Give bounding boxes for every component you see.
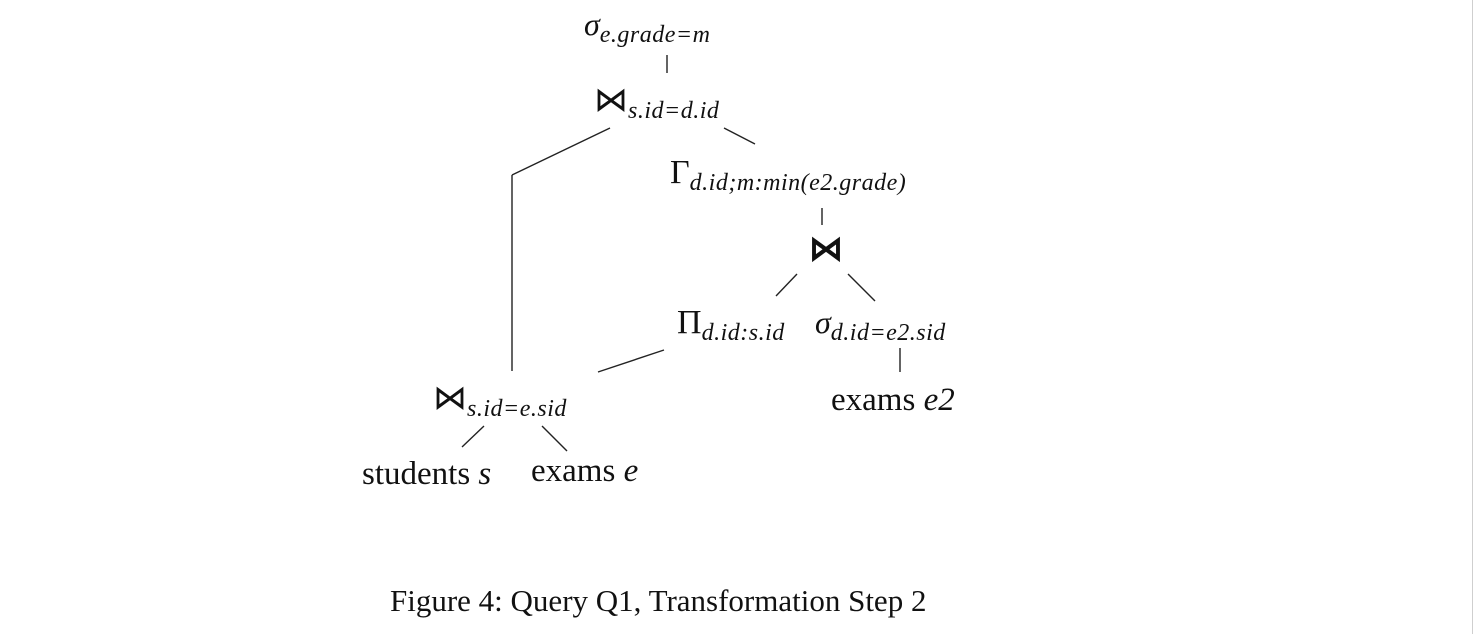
bowtie-join-symbol: ⋈ (594, 82, 628, 119)
edge-semijoin-sel-e2 (847, 273, 876, 302)
edge-join-base-students (461, 425, 485, 448)
relation-alias: e2 (923, 382, 955, 418)
relation-alias: s (478, 456, 492, 492)
gamma-symbol: Γ (670, 154, 690, 191)
page-edge (1472, 0, 1473, 634)
relation-name: students (362, 456, 471, 492)
selection-e2-node: σd.id=e2.sid (815, 304, 946, 345)
edge-join-top-group (723, 127, 756, 145)
leaf-exams-e2: exams e2 (831, 384, 955, 417)
projection-node: Πd.id:s.id (677, 304, 785, 346)
sigma-symbol: σ (584, 6, 600, 42)
edge-join-base-exams-e (541, 425, 568, 452)
edge-join-top-join-base (511, 127, 611, 176)
group-by-node: Γd.id;m:min(e2.grade) (670, 154, 906, 196)
join-top-node: ⋈s.id=d.id (594, 82, 719, 124)
sigma-symbol: σ (815, 304, 831, 340)
join-base-condition: s.id=e.sid (467, 396, 567, 422)
selection-top-node: σe.grade=m (584, 6, 710, 47)
semijoin-symbol: ⋈ (809, 231, 843, 268)
edge-semijoin-project (775, 273, 798, 297)
selection-top-condition: e.grade=m (599, 22, 711, 48)
leaf-students-s: students s (362, 458, 491, 491)
join-base-node: ⋈s.id=e.sid (433, 380, 567, 422)
pi-symbol: Π (677, 304, 702, 341)
bowtie-join-symbol: ⋈ (433, 380, 467, 417)
relation-name: exams (531, 453, 616, 489)
semijoin-node: ⋈ (809, 233, 843, 267)
selection-e2-condition: d.id=e2.sid (830, 320, 946, 346)
figure-caption: Figure 4: Query Q1, Transformation Step … (390, 583, 927, 618)
edge-project-join-base (597, 349, 665, 373)
relation-name: exams (831, 382, 916, 418)
join-top-condition: s.id=d.id (628, 98, 720, 124)
projection-spec: d.id:s.id (701, 320, 785, 346)
relation-alias: e (623, 453, 639, 489)
leaf-exams-e: exams e (531, 455, 638, 488)
group-by-spec: d.id;m:min(e2.grade) (689, 170, 907, 196)
